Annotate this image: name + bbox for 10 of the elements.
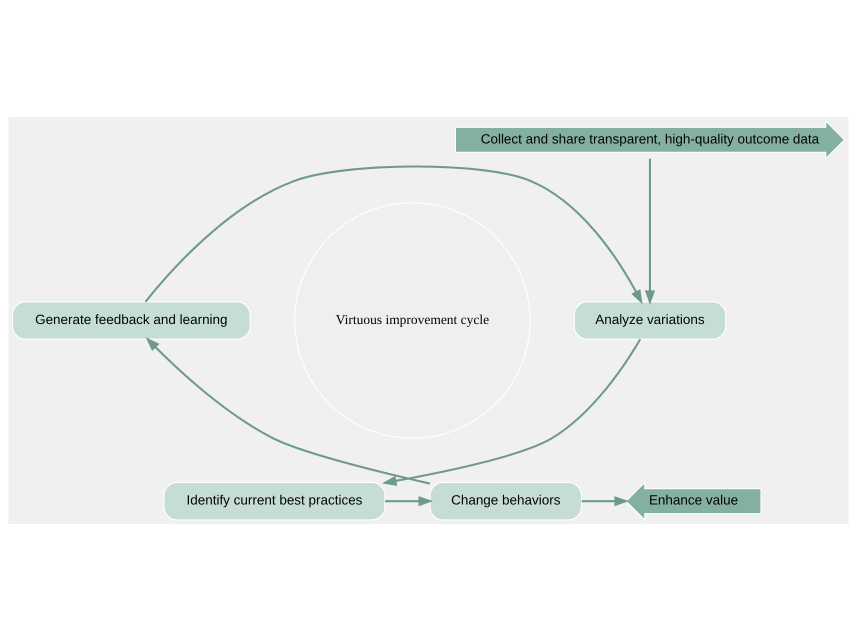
- arrow: [385, 496, 434, 506]
- node-box: Generate feedback and learning: [12, 300, 251, 340]
- arrow: [582, 496, 629, 506]
- arrow: [382, 338, 642, 486]
- arrow: [644, 158, 656, 304]
- node-box: Identify current best practices: [163, 482, 386, 520]
- node-box: Change behaviors: [430, 482, 582, 520]
- arrow: [144, 164, 643, 304]
- arrow: [146, 336, 430, 484]
- node-box: Analyze variations: [574, 300, 726, 340]
